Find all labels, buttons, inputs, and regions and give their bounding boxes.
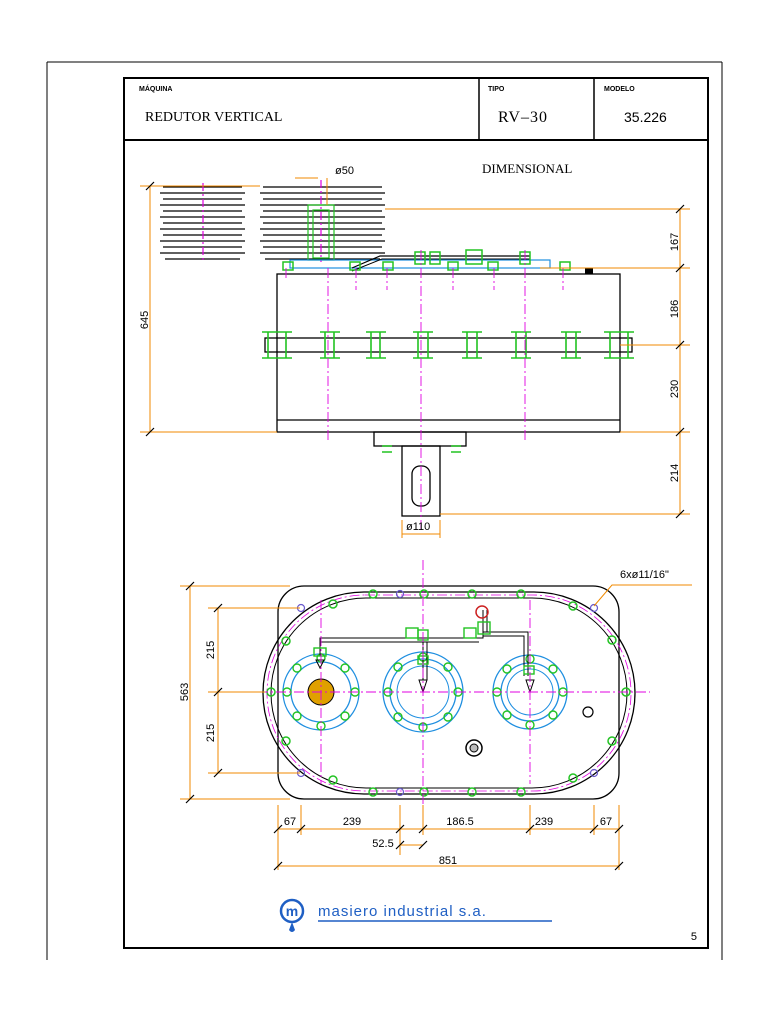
dim-span-right: 239 — [535, 816, 553, 828]
dim-h2: 186 — [669, 300, 681, 318]
model-value: 35.226 — [624, 109, 667, 125]
dim-h1: 167 — [669, 233, 681, 251]
logo-drop-icon — [289, 922, 295, 932]
drain-plug-inner — [469, 743, 479, 753]
dim-offset: 52.5 — [372, 838, 393, 850]
top-cover — [282, 249, 593, 274]
oval-outer — [262, 591, 636, 795]
flange-bolts — [262, 331, 634, 453]
pulley-right — [260, 180, 385, 262]
dim-pulley-dia: ø50 — [335, 165, 354, 177]
machine-value: REDUTOR VERTICAL — [145, 110, 282, 125]
top-dimension-ticks — [185, 581, 624, 871]
base-plate — [277, 585, 620, 800]
machine-label: MÁQUINA — [139, 84, 172, 93]
view-heading: DIMENSIONAL — [482, 161, 572, 176]
dim-edge-left: 67 — [284, 816, 296, 828]
dim-edge-right: 67 — [600, 816, 612, 828]
type-label: TIPO — [488, 86, 505, 93]
breather-fitting — [475, 605, 489, 619]
holes-note: 6xø11/16" — [620, 569, 669, 581]
top-dimension-lines — [180, 584, 692, 870]
front-view: DIMENSIONAL — [139, 161, 690, 538]
oval-inner — [270, 597, 628, 789]
dim-shaft-dia: ø110 — [406, 521, 430, 533]
dim-center-span: 186.5 — [446, 816, 474, 828]
logo-letter: m — [286, 903, 298, 919]
top-centerlines — [240, 560, 650, 810]
dim-total-height: 645 — [139, 311, 151, 329]
model-label: MODELO — [604, 86, 635, 93]
front-dimensions — [140, 177, 690, 538]
dim-h3: 230 — [669, 380, 681, 398]
title-block: MÁQUINA REDUTOR VERTICAL TIPO RV–30 MODE… — [124, 78, 708, 141]
housing-centerlines — [285, 250, 564, 530]
perimeter-bolts — [266, 589, 631, 797]
housing — [264, 273, 633, 517]
pulley-left — [160, 183, 245, 262]
level-plug — [582, 706, 594, 718]
drawing-frame — [123, 77, 709, 949]
front-dimension-ticks — [145, 181, 685, 519]
dim-half-top: 215 — [205, 641, 217, 659]
page-border — [46, 61, 723, 960]
drain-plug — [465, 739, 483, 757]
dim-h4: 214 — [669, 464, 681, 482]
dim-total-length: 851 — [439, 855, 457, 867]
company-logo: m masiero industrial s.a. — [279, 898, 552, 932]
dim-span-left: 239 — [343, 816, 361, 828]
page-number: 5 — [691, 931, 697, 943]
company-name: masiero industrial s.a. — [318, 903, 487, 920]
type-value: RV–30 — [498, 109, 548, 126]
dim-width: 563 — [179, 683, 191, 701]
top-view: 6xø11/16" 563 215 215 67 239 186.5 239 6… — [179, 560, 692, 871]
lube-pipes — [319, 610, 529, 680]
dim-half-bottom: 215 — [205, 724, 217, 742]
